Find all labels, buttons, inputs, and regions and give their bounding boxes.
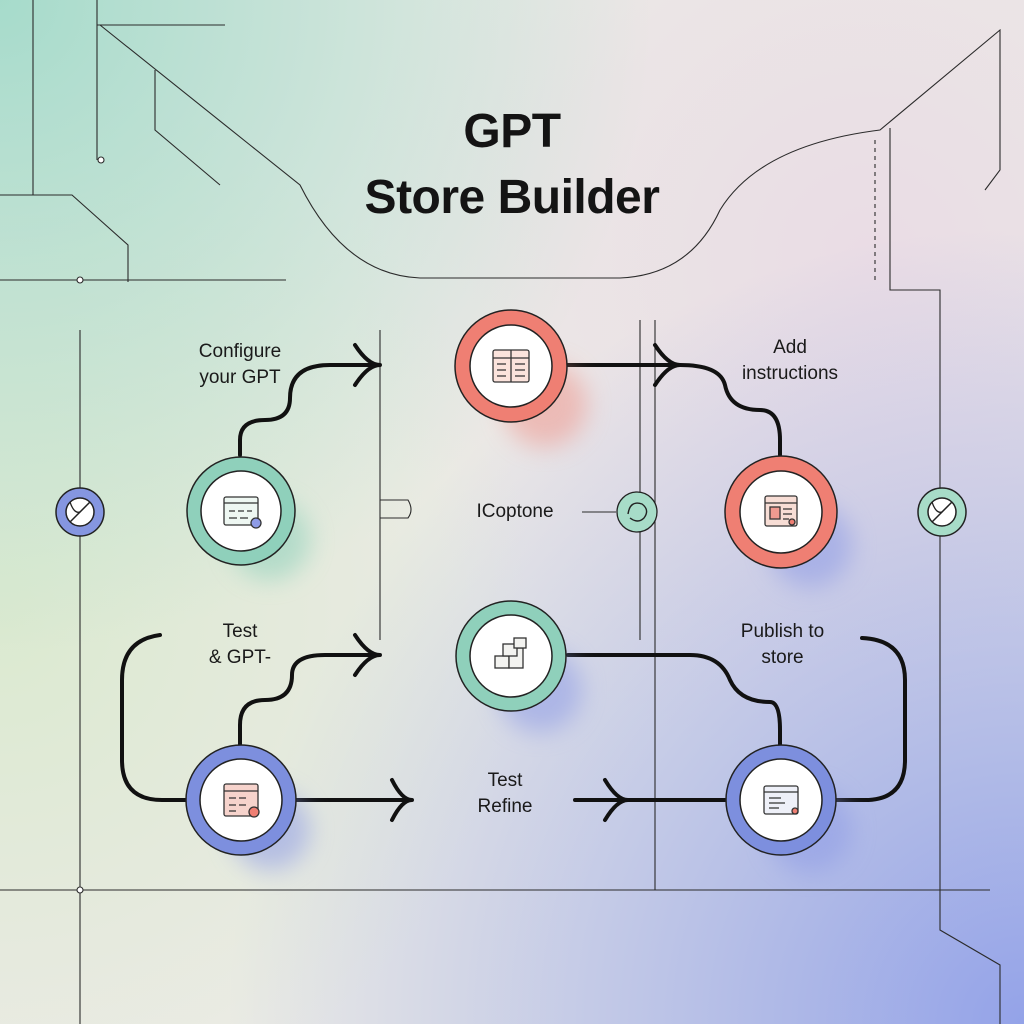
bg-dot-1 <box>97 156 105 164</box>
bg-dot-3 <box>76 886 84 894</box>
bg-line-right-building <box>889 128 1001 1024</box>
label-center: ICoptone <box>476 501 554 522</box>
bg-line-vertical-right <box>639 320 656 890</box>
title-line-2: Store Builder <box>364 171 660 224</box>
grid-panel-icon <box>492 349 530 383</box>
arrow-head-3 <box>353 633 382 677</box>
connector-configure-to-top <box>238 363 380 457</box>
bg-line-center-small <box>380 499 412 519</box>
connector-right-to-add <box>678 363 782 457</box>
top-center-node[interactable] <box>454 309 568 423</box>
label-test-gpt: Test & GPT- <box>208 621 272 668</box>
test-node[interactable] <box>185 744 297 856</box>
label-test-refine: Test Refine <box>477 770 533 817</box>
right-compass-marker[interactable] <box>917 487 967 537</box>
center-loop-marker[interactable] <box>616 491 658 533</box>
configure-node[interactable] <box>186 456 296 566</box>
arrow-head-1 <box>353 343 382 387</box>
document-window-icon <box>764 495 798 527</box>
bg-line-left-building <box>0 194 286 282</box>
arrow-head-5 <box>603 778 630 822</box>
label-configure: Configure your GPT <box>198 341 282 388</box>
bg-line-bottom <box>0 889 990 1024</box>
title-line-1: GPT <box>463 105 561 158</box>
bg-dot-2 <box>76 276 84 284</box>
middle-center-node[interactable] <box>455 600 567 712</box>
arrow-head-4 <box>390 778 414 822</box>
grid-panel-icon <box>223 783 260 818</box>
connector-right-loop <box>833 636 907 802</box>
add-instructions-node[interactable] <box>724 455 838 569</box>
flow-connectors <box>120 343 907 822</box>
bg-line-left-tall <box>32 0 225 195</box>
connector-left-loop <box>120 633 189 802</box>
connector-test-to-middle <box>238 653 380 747</box>
connector-middle-to-publish <box>566 653 782 747</box>
left-compass-marker[interactable] <box>55 487 105 537</box>
label-publish: Publish to store <box>740 621 825 668</box>
label-add-instructions: Add instructions <box>741 337 839 384</box>
window-form-icon <box>223 496 262 529</box>
bg-line-diagonal <box>99 24 1001 279</box>
background-lines <box>0 0 1001 1024</box>
blocks-icon <box>494 637 527 669</box>
document-window-icon <box>763 785 799 815</box>
publish-node[interactable] <box>725 744 837 856</box>
